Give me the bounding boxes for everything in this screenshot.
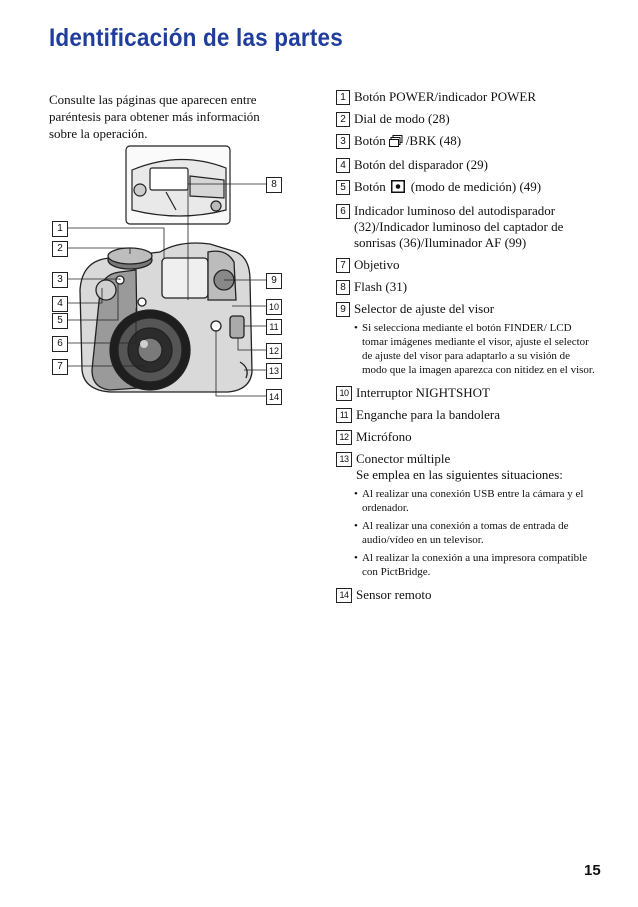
item-label: Dial de modo (28) bbox=[354, 111, 450, 126]
item-number: 10 bbox=[336, 386, 352, 401]
list-item: 3 Botón/BRK (48) bbox=[336, 133, 596, 151]
item-9-notes: Si selecciona mediante el botón FINDER/ … bbox=[354, 321, 596, 377]
callout-4: 4 bbox=[52, 296, 68, 312]
list-item: 8 Flash (31) bbox=[336, 279, 596, 295]
callout-6: 6 bbox=[52, 336, 68, 352]
item-label: Indicador luminoso del autodisparador (3… bbox=[354, 203, 564, 250]
item-label: Botón POWER/indicador POWER bbox=[354, 89, 536, 104]
item-label: Interruptor NIGHTSHOT bbox=[356, 385, 490, 400]
note-text: Al realizar una conexión USB entre la cá… bbox=[354, 487, 596, 515]
list-item: 10 Interruptor NIGHTSHOT bbox=[336, 385, 596, 401]
item-number: 3 bbox=[336, 134, 350, 149]
list-item: 5 Botón (modo de medición) (49) bbox=[336, 179, 596, 197]
item-label: Botón bbox=[354, 179, 386, 194]
item-number: 9 bbox=[336, 302, 350, 317]
list-item: 13 Conector múltiple Se emplea en las si… bbox=[336, 451, 596, 483]
note-text: Al realizar la conexión a una impresora … bbox=[354, 551, 596, 579]
item-number: 11 bbox=[336, 408, 352, 423]
item-label: Botón bbox=[354, 133, 386, 148]
list-item: 1 Botón POWER/indicador POWER bbox=[336, 89, 596, 105]
item-sublabel: Se emplea en las siguientes situaciones: bbox=[356, 467, 563, 482]
list-item: 6 Indicador luminoso del autodisparador … bbox=[336, 203, 596, 251]
callout-3: 3 bbox=[52, 272, 68, 288]
callout-1: 1 bbox=[52, 221, 68, 237]
item-number: 13 bbox=[336, 452, 352, 467]
list-item: 4 Botón del disparador (29) bbox=[336, 157, 596, 173]
item-number: 14 bbox=[336, 588, 352, 603]
item-number: 6 bbox=[336, 204, 350, 219]
item-label: Micrófono bbox=[356, 429, 412, 444]
callout-10: 10 bbox=[266, 299, 282, 315]
leader-lines bbox=[68, 183, 266, 397]
callout-12: 12 bbox=[266, 343, 282, 359]
item-label-suffix: (modo de medición) (49) bbox=[410, 179, 542, 194]
page-title: Identificación de las partes bbox=[49, 24, 343, 52]
list-item: 7 Objetivo bbox=[336, 257, 596, 273]
flash-inset-drawing bbox=[125, 145, 231, 225]
item-number: 5 bbox=[336, 180, 350, 195]
camera-figure: 1 2 3 4 5 6 7 8 9 10 11 12 13 14 bbox=[40, 140, 300, 410]
parts-list: 1 Botón POWER/indicador POWER 2 Dial de … bbox=[336, 89, 596, 609]
metering-icon bbox=[390, 180, 405, 197]
item-label: Selector de ajuste del visor bbox=[354, 301, 495, 316]
burst-icon bbox=[388, 135, 403, 151]
item-13-notes: Al realizar una conexión USB entre la cá… bbox=[354, 487, 596, 579]
intro-paragraph: Consulte las páginas que aparecen entre … bbox=[49, 92, 260, 141]
callout-13: 13 bbox=[266, 363, 282, 379]
item-number: 2 bbox=[336, 112, 350, 127]
item-label: Sensor remoto bbox=[356, 587, 432, 602]
callout-9: 9 bbox=[266, 273, 282, 289]
callout-8: 8 bbox=[266, 177, 282, 193]
item-label: Botón del disparador (29) bbox=[354, 157, 488, 172]
note-text: Si selecciona mediante el botón FINDER/ … bbox=[354, 321, 596, 377]
note-text: Al realizar una conexión a tomas de entr… bbox=[354, 519, 596, 547]
item-number: 4 bbox=[336, 158, 350, 173]
item-label: Objetivo bbox=[354, 257, 400, 272]
item-number: 8 bbox=[336, 280, 350, 295]
page-number: 15 bbox=[584, 862, 601, 879]
callout-7: 7 bbox=[52, 359, 68, 375]
item-label: Enganche para la bandolera bbox=[356, 407, 501, 422]
item-number: 1 bbox=[336, 90, 350, 105]
item-label: Conector múltiple bbox=[356, 451, 451, 466]
callout-2: 2 bbox=[52, 241, 68, 257]
item-number: 12 bbox=[336, 430, 352, 445]
camera-illustration bbox=[68, 145, 266, 397]
callout-5: 5 bbox=[52, 313, 68, 329]
list-item: 12 Micrófono bbox=[336, 429, 596, 445]
list-item: 9 Selector de ajuste del visor bbox=[336, 301, 596, 317]
item-number: 7 bbox=[336, 258, 350, 273]
list-item: 2 Dial de modo (28) bbox=[336, 111, 596, 127]
list-item: 11 Enganche para la bandolera bbox=[336, 407, 596, 423]
item-label: Flash (31) bbox=[354, 279, 408, 294]
camera-body-drawing bbox=[79, 242, 253, 393]
callout-11: 11 bbox=[266, 319, 282, 335]
item-label-suffix: /BRK (48) bbox=[405, 133, 462, 148]
callout-14: 14 bbox=[266, 389, 282, 405]
list-item: 14 Sensor remoto bbox=[336, 587, 596, 603]
